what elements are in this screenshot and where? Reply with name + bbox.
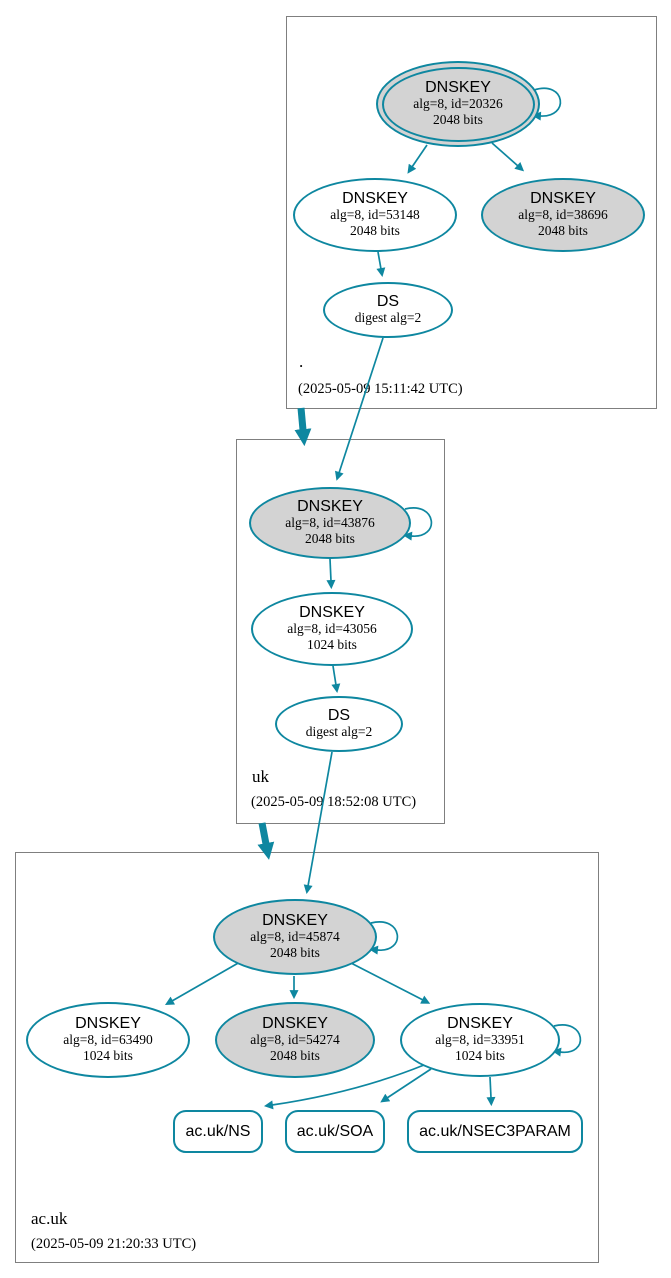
dnskey-node-uk-ksk-43876[interactable]: DNSKEY alg=8, id=43876 2048 bits [249,487,411,559]
dnskey-detail: alg=8, id=54274 [250,1032,340,1048]
ds-detail: digest alg=2 [305,724,373,740]
zone-label-root: . [299,352,304,371]
zone-label-uk: uk [252,767,269,786]
zone-timestamp-acuk: (2025-05-09 21:20:33 UTC) [31,1236,197,1252]
rrset-acuk-ns[interactable]: ac.uk/NS [173,1110,263,1153]
ds-title: DS [327,706,351,724]
rrset-acuk-soa[interactable]: ac.uk/SOA [285,1110,385,1153]
dnskey-detail: alg=8, id=63490 [63,1032,153,1048]
dnskey-title: DNSKEY [262,1014,328,1032]
dnskey-node-acuk-54274[interactable]: DNSKEY alg=8, id=54274 2048 bits [215,1002,375,1078]
dnskey-detail: alg=8, id=45874 [250,929,340,945]
dnskey-bits: 1024 bits [83,1048,133,1064]
ds-detail: digest alg=2 [354,310,422,326]
dnskey-title: DNSKEY [447,1014,513,1032]
zone-label-acuk: ac.uk [31,1209,68,1228]
dnskey-bits: 1024 bits [307,637,357,653]
dnskey-detail: alg=8, id=33951 [435,1032,525,1048]
ds-title: DS [376,292,400,310]
dnskey-node-uk-zsk-43056[interactable]: DNSKEY alg=8, id=43056 1024 bits [251,592,413,666]
dnskey-bits: 2048 bits [433,112,483,128]
delegation-arrow-root-to-uk [294,407,312,447]
ds-node-root[interactable]: DS digest alg=2 [323,282,453,338]
dnskey-node-root-38696[interactable]: DNSKEY alg=8, id=38696 2048 bits [481,178,645,252]
dnskey-title: DNSKEY [342,189,408,207]
delegation-arrow-uk-to-acuk [257,822,275,860]
dnskey-bits: 2048 bits [350,223,400,239]
ds-node-uk[interactable]: DS digest alg=2 [275,696,403,752]
dnskey-detail: alg=8, id=53148 [330,207,420,223]
dnskey-bits: 2048 bits [270,1048,320,1064]
dnskey-node-root-ksk-20326-inner: DNSKEY alg=8, id=20326 2048 bits [381,66,535,142]
dnskey-node-acuk-ksk-45874[interactable]: DNSKEY alg=8, id=45874 2048 bits [213,899,377,975]
dnskey-detail: alg=8, id=43056 [287,621,377,637]
dnskey-node-acuk-33951[interactable]: DNSKEY alg=8, id=33951 1024 bits [400,1003,560,1077]
dnskey-bits: 2048 bits [305,531,355,547]
dnskey-title: DNSKEY [75,1014,141,1032]
dnskey-title: DNSKEY [425,78,491,96]
dnskey-bits: 2048 bits [538,223,588,239]
dnskey-title: DNSKEY [530,189,596,207]
dnskey-detail: alg=8, id=20326 [413,96,503,112]
zone-timestamp-root: (2025-05-09 15:11:42 UTC) [298,381,463,397]
dnskey-bits: 2048 bits [270,945,320,961]
dnskey-node-root-zsk-53148[interactable]: DNSKEY alg=8, id=53148 2048 bits [293,178,457,252]
zone-timestamp-uk: (2025-05-09 18:52:08 UTC) [251,794,417,810]
dnskey-node-root-ksk-20326[interactable]: DNSKEY alg=8, id=20326 2048 bits [376,61,540,147]
dnskey-title: DNSKEY [262,911,328,929]
dnskey-node-acuk-63490[interactable]: DNSKEY alg=8, id=63490 1024 bits [26,1002,190,1078]
dnskey-detail: alg=8, id=38696 [518,207,608,223]
dnskey-bits: 1024 bits [455,1048,505,1064]
dnskey-detail: alg=8, id=43876 [285,515,375,531]
rrset-acuk-nsec3param[interactable]: ac.uk/NSEC3PARAM [407,1110,583,1153]
dnskey-title: DNSKEY [299,603,365,621]
dnskey-title: DNSKEY [297,497,363,515]
